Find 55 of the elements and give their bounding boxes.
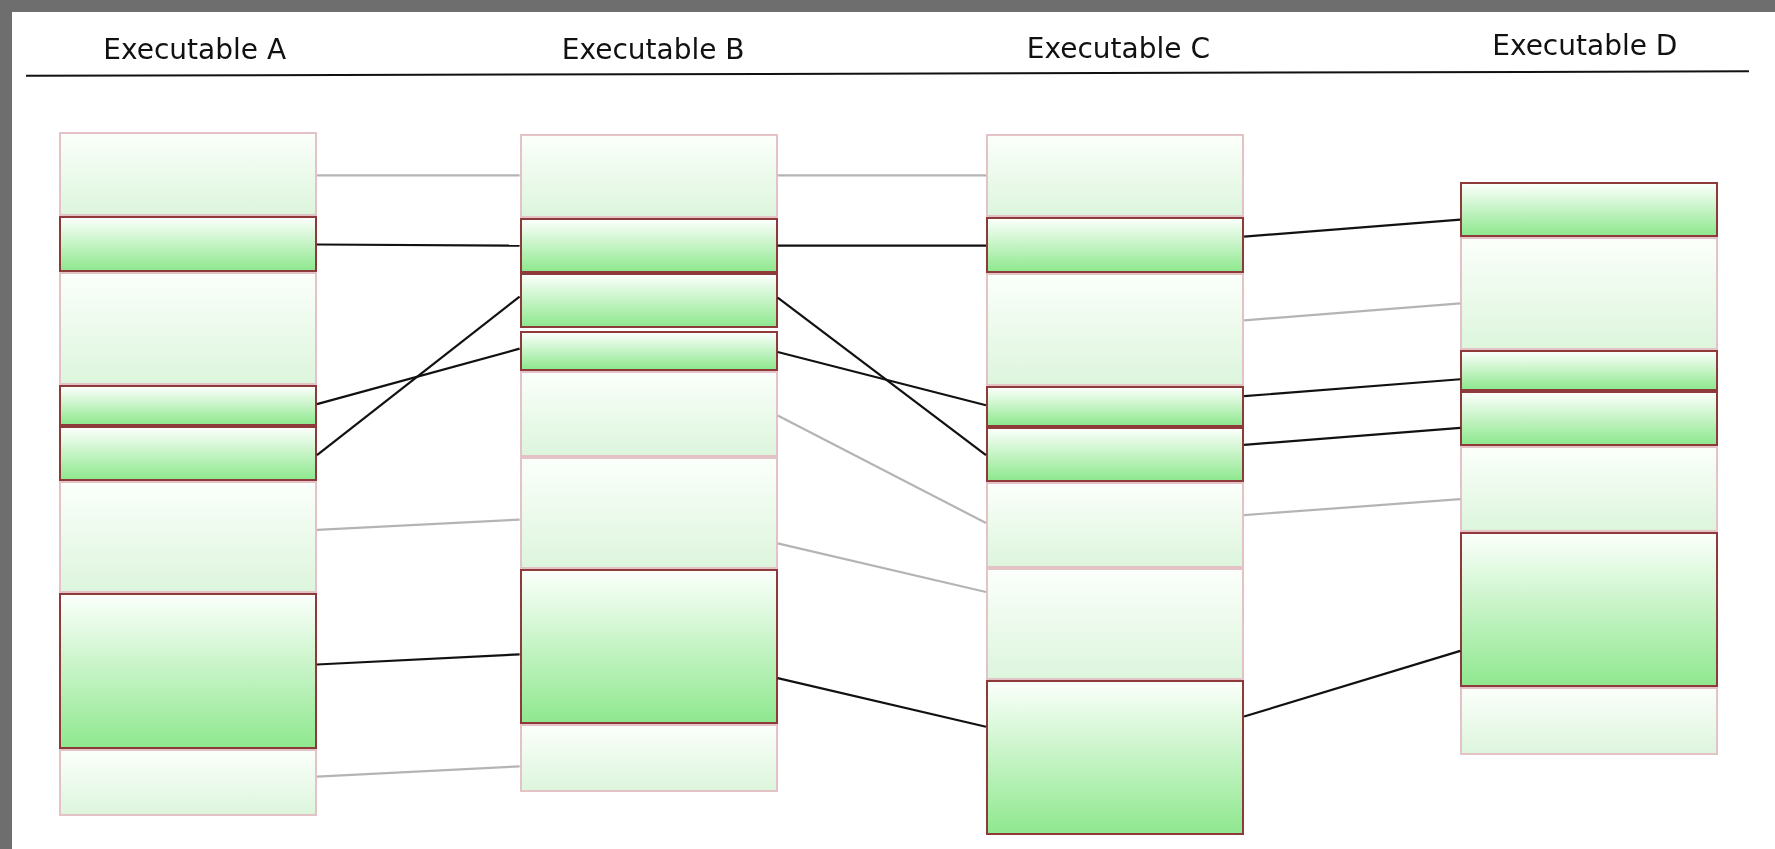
highlighted-segment [58,425,317,482]
segment-block [1460,236,1719,350]
connector-line [1244,426,1461,446]
connector-line [1244,498,1461,517]
segment-block [986,568,1245,681]
column-header: Executable C [1026,31,1210,65]
segment-block [986,133,1245,218]
highlighted-segment [1460,390,1719,446]
connector-line [777,244,986,247]
segment-block [1460,687,1719,756]
connector-line [316,765,520,778]
highlighted-segment [1460,349,1719,391]
connector-line [777,542,987,594]
highlighted-segment [519,218,778,273]
highlighted-segment [58,593,317,750]
connector-line [777,296,987,456]
highlighted-segment [1460,182,1719,237]
connector-line [316,518,520,531]
highlighted-segment [986,217,1245,273]
segment-block [519,457,778,570]
segment-block [986,272,1245,386]
segment-block [58,271,317,385]
segment-block [519,724,778,793]
column-header: Executable B [561,32,745,66]
connector-line [777,414,987,524]
segment-block [58,132,317,217]
connector-line [777,351,987,407]
connector-line [1244,378,1461,398]
connector-line [316,653,520,666]
highlighted-segment [519,330,778,372]
highlighted-segment [986,426,1245,483]
connector-line [316,243,520,247]
column-header: Executable D [1492,29,1678,63]
connector-line [1244,302,1461,322]
connector-line [1244,218,1461,238]
connector-line [316,347,520,406]
segment-block [519,133,778,219]
column-header: Executable A [103,32,287,66]
highlighted-segment [519,569,778,725]
highlighted-segment [519,272,778,329]
segment-block [58,749,317,817]
highlighted-segment [986,680,1245,836]
segment-block [519,371,778,458]
highlighted-segment [58,384,317,426]
connector-line [777,174,986,177]
segment-block [1460,446,1719,533]
segment-block [58,481,317,594]
connector-line [777,677,987,728]
connector-line [1243,649,1461,718]
connector-line [316,295,521,456]
highlighted-segment [1460,532,1719,688]
highlighted-segment [986,386,1245,427]
segment-block [986,482,1245,569]
highlighted-segment [58,216,317,272]
connector-line [316,174,520,177]
